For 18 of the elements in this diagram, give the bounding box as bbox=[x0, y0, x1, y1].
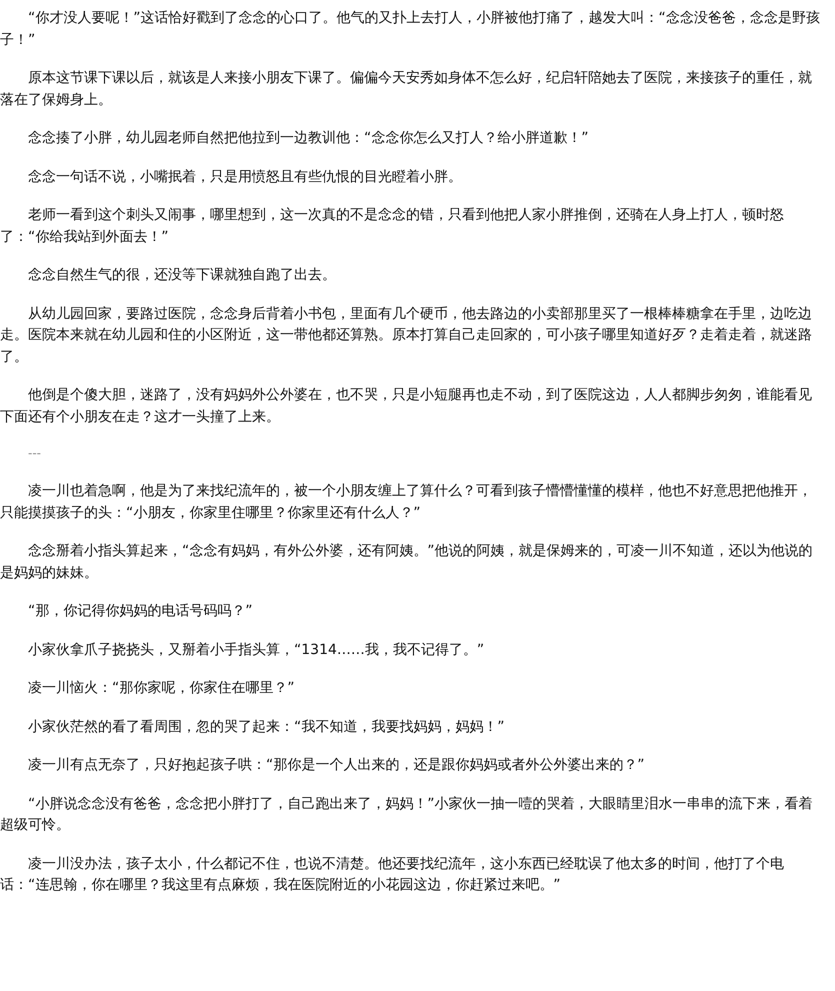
paragraph: 凌一川也着急啊，他是为了来找纪流年的，被一个小朋友缠上了算什么？可看到孩子懵懵懂懂的模样，他也不好意思把他推开，只能摸摸孩子的头：“小朋友，你家里住哪里？你家里还有什么人？” bbox=[0, 482, 813, 522]
paragraph: 老师一看到这个刺头又闹事，哪里想到，这一次真的不是念念的错，只看到他把人家小胖推倒，还骑在人身上打人，顿时怒了：“你给我站到外面去！” bbox=[0, 206, 785, 246]
paragraph: 凌一川恼火：“那你家呢，你家住在哪里？” bbox=[27, 679, 296, 698]
paragraph: “小胖说念念没有爸爸，念念把小胖打了，自己跑出来了，妈妈！”小家伙一抽一噎的哭着，大眼睛里泪水一串串的流下来，看着超级可怜。 bbox=[0, 794, 814, 835]
paragraph: 念念自然生气的很，还没等下课就独自跑了出去。 bbox=[27, 266, 337, 285]
paragraph: 念念掰着小指头算起来，“念念有妈妈，有外公外婆，还有阿姨。”他说的阿姨，就是保姆来的，可凌一川不知道，还以为他说的是妈妈的妹妹。 bbox=[0, 542, 814, 582]
paragraph: 从幼儿园回家，要路过医院，念念身后背着小书包，里面有几个硬币，他去路边的小卖部那里买了一根棒棒糖拿在手里，边吃边走。医院本来就在幼儿园和住的小区附近，这一带他都还算熟。原本打算自己走回家的，可小孩子哪里知道好歹？走着走着，就迷路了。 bbox=[0, 304, 813, 366]
paragraph: 小家伙拿爪子挠挠头，又掰着小手指头算，“1314……我，我不记得了。” bbox=[27, 640, 486, 660]
paragraph: 原本这节课下课以后，就该是人来接小朋友下课了。偏偏今天安秀如身体不怎么好，纪启轩陪她去了医院，来接孩子的重任，就落在了保姆身上。 bbox=[0, 69, 813, 110]
paragraph: 念念一句话不说，小嘴抿着，只是用愤怒且有些仇恨的目光瞪着小胖。 bbox=[27, 168, 463, 186]
section-divider: --- bbox=[27, 445, 42, 461]
paragraph: 他倒是个傻大胆，迷路了，没有妈妈外公外婆在，也不哭，只是小短腿再也走不动，到了医院这边，人人都脚步匆匆，谁能看见下面还有个小朋友在走？这才一头撞了上来。 bbox=[0, 386, 813, 426]
paragraph: 念念揍了小胖，幼儿园老师自然把他拉到一边教训他：“念念你怎么又打人？给小胖道歉！” bbox=[27, 129, 590, 148]
paragraph: “你才没人要呢！”这话恰好戳到了念念的心口了。他气的又扑上去打人，小胖被他打痛了，越发大叫：“念念没爸爸，念念是野孩子！” bbox=[0, 9, 821, 50]
paragraph: 凌一川没办法，孩子太小，什么都记不住，也说不清楚。他还要找纪流年，这小东西已经耽误了他太多的时间，他打了个电话：“连思翰，你在哪里？我这里有点麻烦，我在医院附近的小花园这边，你赶紧过来吧。” bbox=[0, 854, 785, 895]
paragraph: “那，你记得你妈妈的电话号码吗？” bbox=[27, 602, 254, 621]
paragraph: 凌一川有点无奈了，只好抱起孩子哄：“那你是一个人出来的，还是跟你妈妈或者外公外婆出来的？” bbox=[27, 756, 646, 775]
paragraph: 小家伙茫然的看了看周围，忽的哭了起来：“我不知道，我要找妈妈，妈妈！” bbox=[27, 718, 506, 736]
